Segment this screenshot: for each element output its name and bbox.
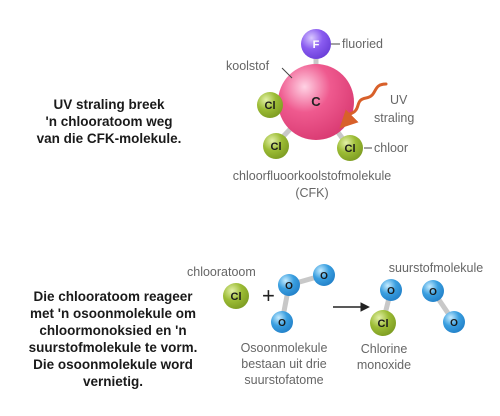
oxygen-symbol: O	[429, 287, 437, 298]
fluorine-label: fluoried	[342, 37, 383, 51]
step1-caption-line: van die CFK-molekule.	[36, 131, 182, 146]
oxygen-symbol: O	[450, 318, 458, 329]
step1-caption-line: 'n chlooratoom weg	[45, 114, 173, 129]
step2-caption-line: Die osoonmolekule word	[33, 357, 193, 372]
chlorine-label: chloor	[374, 141, 408, 155]
uv-label: straling	[374, 111, 414, 125]
chlorine-atom	[263, 133, 289, 159]
oxygen-atom	[380, 279, 402, 301]
step1-caption-line: UV straling breek	[53, 97, 165, 112]
chlorine-symbol: Cl	[378, 318, 389, 330]
ozone-label: bestaan uit drie	[241, 357, 327, 371]
chlorine-atom	[337, 135, 363, 161]
oxygen-atom	[278, 274, 300, 296]
chlorine-atom	[257, 92, 283, 118]
chlorine-symbol: Cl	[265, 100, 276, 112]
step2-caption-line: vernietig.	[82, 374, 144, 389]
oxygen-atom	[422, 280, 444, 302]
fluorine-atom	[301, 29, 331, 59]
step2-caption-line: suurstofmolekule te vorm.	[28, 340, 198, 355]
chlorine-atom	[223, 283, 249, 309]
ozone-molecule: O O O	[271, 264, 335, 333]
cfc-label: (CFK)	[295, 186, 328, 200]
oxygen-molecule-label: suurstofmolekule	[389, 261, 484, 275]
oxygen-symbol: O	[320, 271, 328, 282]
cfc-label: chloorfluoorkoolstofmolekule	[233, 169, 391, 183]
fluorine-symbol: F	[313, 39, 320, 51]
step2-caption-line: chloormonoksied en 'n	[39, 323, 187, 338]
chlorine-symbol: Cl	[345, 143, 356, 155]
carbon-atom	[278, 64, 354, 140]
chlorine-atom-reactant: Cl	[223, 283, 249, 309]
koolstof-pointer	[281, 67, 293, 79]
ozone-label: Osoonmolekule	[241, 341, 328, 355]
step2-caption: Die chlooratoom reageer met 'n osoonmole…	[8, 288, 218, 390]
oxygen-atom	[271, 311, 293, 333]
chlorine-symbol: Cl	[271, 141, 282, 153]
uv-label: UV	[390, 93, 408, 107]
step1-caption: UV straling breek 'n chlooratoom weg van…	[14, 96, 204, 147]
plus-sign: +	[262, 283, 275, 308]
chlorine-atom-label: chlooratoom	[187, 265, 256, 279]
chlorine-monoxide-label: monoxide	[357, 358, 411, 372]
oxygen-symbol: O	[278, 318, 286, 329]
chlorine-symbol: Cl	[231, 291, 242, 303]
oxygen-atom	[313, 264, 335, 286]
oxygen-molecule: O O	[422, 280, 465, 333]
oxygen-symbol: O	[285, 281, 293, 292]
step2-caption-line: Die chlooratoom reageer	[33, 289, 193, 304]
chlorine-atom	[370, 310, 396, 336]
oxygen-symbol: O	[387, 286, 395, 297]
uv-arrow-icon	[339, 82, 388, 129]
chlorine-monoxide-label: Chlorine	[361, 342, 408, 356]
cfc-molecule: C F Cl Cl Cl	[257, 29, 363, 161]
carbon-symbol: C	[311, 94, 321, 109]
ozone-label: suurstofatome	[244, 373, 323, 387]
step2-caption-line: met 'n osoonmolekule om	[30, 306, 196, 321]
carbon-label: koolstof	[226, 59, 270, 73]
chlorine-monoxide-molecule: O Cl	[370, 279, 402, 336]
oxygen-atom	[443, 311, 465, 333]
